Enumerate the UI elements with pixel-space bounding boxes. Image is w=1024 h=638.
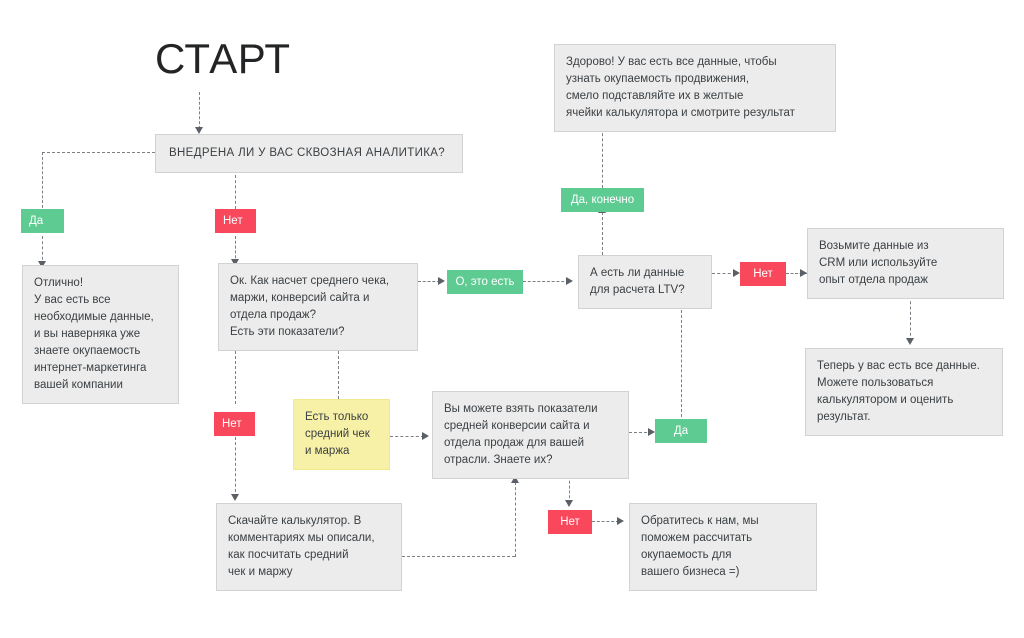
node-industry-averages[interactable]: Вы можете взять показатели средней конве… bbox=[432, 391, 629, 479]
node-great-all-data[interactable]: Отлично! У вас есть все необходимые данн… bbox=[22, 265, 179, 404]
arrowhead-ltv-to-no bbox=[733, 269, 740, 277]
connector-nometrics-to-download bbox=[235, 437, 236, 497]
arrowhead-industry-to-yes bbox=[648, 428, 655, 436]
connector-crm-to-nowalldata bbox=[910, 296, 911, 341]
connector-industry-to-yes bbox=[629, 432, 652, 433]
node-download-calculator[interactable]: Скачайте калькулятор. В комментариях мы … bbox=[216, 503, 402, 591]
connector-no-to-contact bbox=[592, 521, 619, 522]
tag-no-metrics[interactable]: Нет bbox=[214, 412, 255, 436]
tag-no-ltv[interactable]: Нет bbox=[740, 262, 786, 286]
arrowhead-no-to-contact bbox=[617, 517, 624, 525]
connector-ltv-to-no bbox=[712, 273, 736, 274]
arrowhead-no-to-crm bbox=[800, 269, 807, 277]
page-title: СТАРТ bbox=[155, 35, 291, 82]
tag-yes-analytics[interactable]: Да bbox=[21, 209, 64, 233]
tag-yes-industry[interactable]: Да bbox=[655, 419, 707, 443]
connector-yes-to-great bbox=[42, 236, 43, 265]
node-take-from-crm[interactable]: Возьмите данные из CRM или используйте о… bbox=[807, 228, 1004, 299]
arrowhead-no-to-avgcheck bbox=[231, 259, 239, 266]
arrowhead-onlyavg-to-industry bbox=[422, 432, 429, 440]
connector-title-to-analytics bbox=[199, 92, 200, 129]
connector-analytics-yes-h bbox=[42, 152, 155, 153]
node-contact-us[interactable]: Обратитесь к нам, мы поможем рассчитать … bbox=[629, 503, 817, 591]
connector-download-to-industry-h bbox=[402, 556, 515, 557]
node-now-all-data[interactable]: Теперь у вас есть все данные. Можете пол… bbox=[805, 348, 1003, 436]
connector-onlyavg-to-industry bbox=[390, 436, 424, 437]
arrowhead-avgcheck-to-ohwehave bbox=[438, 277, 445, 285]
node-question-avg-check[interactable]: Ок. Как насчет среднего чека, маржи, кон… bbox=[218, 263, 418, 351]
connector-avgcheck-to-nometrics bbox=[235, 341, 236, 404]
node-superb-result[interactable]: Здорово! У вас есть все данные, чтобы уз… bbox=[554, 44, 836, 132]
connector-industry-to-no bbox=[569, 476, 570, 503]
tag-no-analytics[interactable]: Нет bbox=[215, 209, 256, 233]
connector-avgcheck-to-ohwehave bbox=[418, 281, 440, 282]
arrowhead-crm-to-nowalldata bbox=[906, 338, 914, 345]
connector-yesindustry-to-ltv bbox=[681, 305, 682, 417]
arrowhead-download-to-industry bbox=[511, 476, 519, 483]
connector-avgcheck-to-onlyavg bbox=[338, 341, 339, 399]
arrowhead-industry-to-no bbox=[565, 500, 573, 507]
connector-no-to-avgcheck bbox=[235, 236, 236, 263]
arrowhead-nometrics-to-download bbox=[231, 494, 239, 501]
node-question-analytics[interactable]: ВНЕДРЕНА ЛИ У ВАС СКВОЗНАЯ АНАЛИТИКА? bbox=[155, 134, 463, 173]
connector-ohwehave-to-ltv bbox=[523, 281, 569, 282]
connector-yesofcourse-to-superb bbox=[602, 128, 603, 188]
connector-analytics-yes-v bbox=[42, 152, 43, 208]
tag-oh-we-have[interactable]: О, это есть bbox=[447, 270, 523, 294]
connector-download-to-industry-v bbox=[515, 482, 516, 557]
tag-no-industry[interactable]: Нет bbox=[548, 510, 592, 534]
node-only-avg-check[interactable]: Есть только средний чек и маржа bbox=[293, 399, 390, 470]
connector-ltv-to-yesofcourse bbox=[602, 212, 603, 255]
connector-analytics-to-no bbox=[235, 175, 236, 209]
arrowhead-yes-to-great bbox=[38, 261, 46, 268]
tag-yes-of-course[interactable]: Да, конечно bbox=[561, 188, 644, 212]
node-question-ltv[interactable]: А есть ли данные для расчета LTV? bbox=[578, 255, 712, 309]
connector-no-to-crm bbox=[786, 273, 807, 274]
arrowhead-ohwehave-to-ltv bbox=[566, 277, 573, 285]
arrowhead-title-to-analytics bbox=[195, 127, 203, 134]
